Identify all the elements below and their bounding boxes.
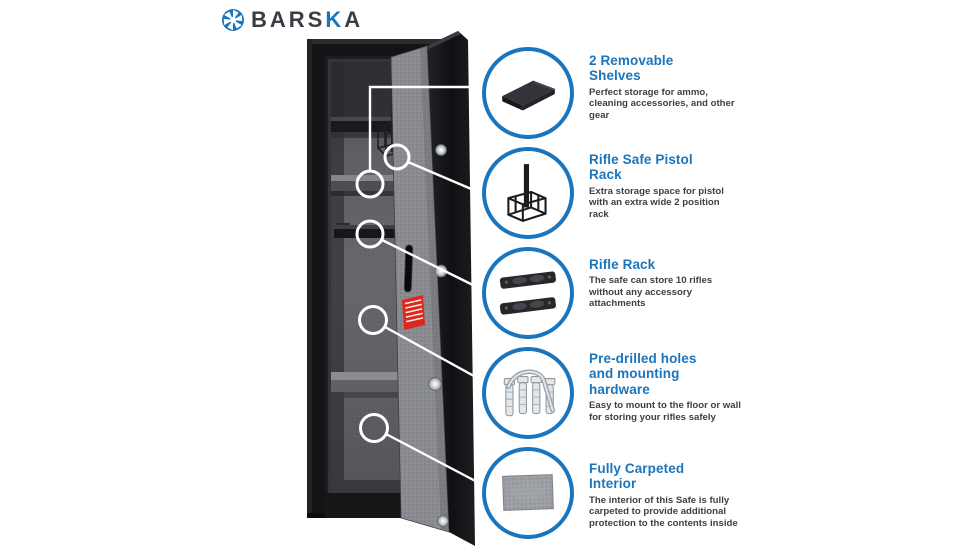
feature-rifle-rack: Rifle Rack The safe can store 10 rifles … [482,247,741,339]
door-bolt [428,377,442,391]
brand-aperture-icon [222,9,244,31]
safe-door [390,31,475,546]
callout-ring-mounting [358,305,388,335]
feature-description: Easy to mount to the floor or wall for s… [589,400,741,423]
callout-rings [355,143,411,443]
feature-description: Perfect storage for ammo, cleaning acces… [589,86,735,121]
feature-title: Rifle Rack [589,257,656,272]
feature-removable-shelves: 2 Removable Shelves Perfect storage for … [482,47,741,139]
upper-shelf [331,117,431,138]
callout-line-shelves [368,85,485,173]
carpet-icon [502,474,554,511]
feature-circle-pistol-rack [482,147,574,239]
brand-name: BARSKA [251,9,363,31]
callout-ring-rifle-rack [355,219,385,249]
feature-title: Rifle Safe Pistol Rack [589,152,693,183]
feature-title: Fully Carpeted Interior [589,461,685,492]
callout-ring-pistol-rack [383,143,411,171]
feature-description: Extra storage space for pistol with an e… [589,185,724,220]
shelf-icon [502,80,555,111]
callout-line-carpet [384,432,485,487]
callout-ring-shelves [355,169,385,199]
callout-line-mounting [383,325,485,383]
callout-line-rifle-rack [380,238,485,292]
door-handle [403,244,414,293]
pistol-rack-icon [507,164,547,222]
feature-title: Pre-drilled holes and mounting hardware [589,351,697,397]
rifle-rack-icon [499,271,556,315]
callout-line-pistol-rack [406,160,485,196]
feature-pistol-rack: Rifle Safe Pistol Rack Extra storage spa… [482,147,741,239]
feature-circle-mounting [482,347,574,439]
brand-name-suffix: A [344,7,364,32]
feature-title: 2 Removable Shelves [589,53,674,84]
brand-name-prefix: BARS [251,7,326,32]
brand-name-accent: K [325,7,345,32]
warning-label [402,295,425,330]
mounting-hardware-icon [503,369,556,417]
callout-ring-carpet [359,413,389,443]
callout-lines [368,85,485,487]
feature-description: The interior of this Safe is fully carpe… [589,494,738,529]
feature-circle-rifle-rack [482,247,574,339]
door-bolt [437,515,449,527]
door-edge [427,31,475,546]
door-bolt [435,144,447,156]
feature-carpeted-interior: Fully Carpeted Interior The interior of … [482,447,741,539]
feature-description: The safe can store 10 rifles without any… [589,275,713,310]
feature-mounting-hardware: Pre-drilled holes and mounting hardware … [482,347,741,439]
brand-logo: BARSKA [221,8,363,32]
feature-circle-carpet [482,447,574,539]
feature-circle-shelves [482,47,574,139]
